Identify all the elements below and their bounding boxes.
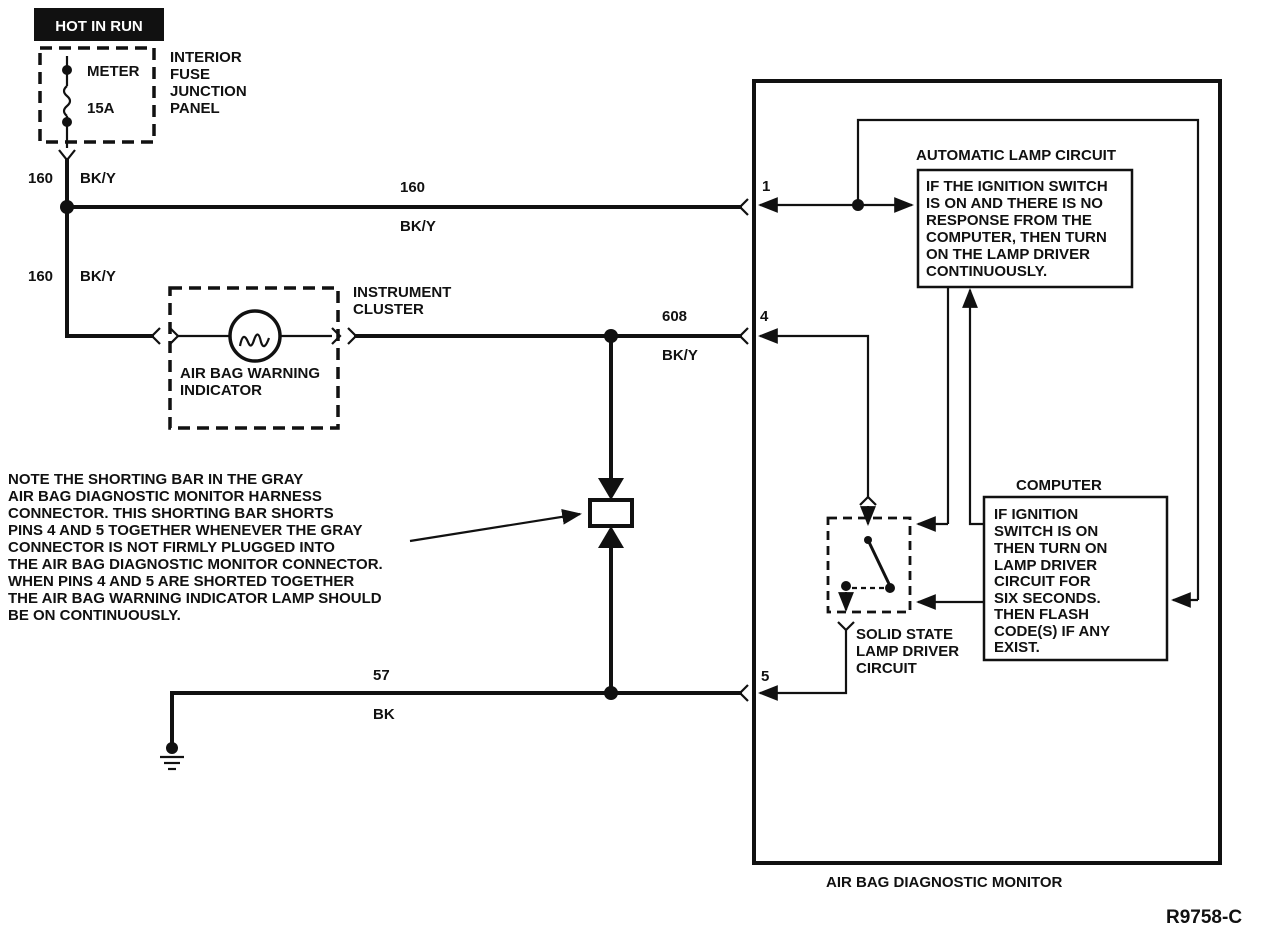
- splice-608: [604, 329, 618, 343]
- computer-line-8: CODE(S) IF ANY: [994, 623, 1110, 640]
- panel-label-2: FUSE: [170, 66, 210, 83]
- auto-lamp-line-4: COMPUTER, THEN TURN: [926, 229, 1107, 246]
- auto-lamp-box: [916, 168, 1134, 289]
- pin-1-connector: [738, 198, 749, 216]
- computer-line-5: CIRCUIT FOR: [994, 573, 1091, 590]
- pin-4-label: 4: [760, 308, 769, 325]
- panel-label-1: INTERIOR: [170, 49, 242, 66]
- note-line-4: PINS 4 AND 5 TOGETHER WHENEVER THE GRAY: [8, 522, 363, 539]
- lamp-driver-box: [826, 516, 912, 614]
- computer-line-7: THEN FLASH: [994, 606, 1089, 623]
- splice-160: [60, 200, 74, 214]
- lamp-driver-label-3: CIRCUIT: [856, 660, 917, 677]
- monitor-box: [752, 79, 1222, 865]
- shorting-bar: [588, 498, 634, 528]
- note-line-8: THE AIR BAG WARNING INDICATOR LAMP SHOUL…: [8, 590, 382, 607]
- w608-num: 608: [662, 308, 687, 325]
- pin-5-label: 5: [761, 668, 769, 685]
- panel-label-3: JUNCTION: [170, 83, 247, 100]
- computer-line-9: EXIST.: [994, 639, 1040, 656]
- w160-a-color: BK/Y: [80, 170, 116, 187]
- air-bag-diagnostic-monitor: AIR BAG DIAGNOSTIC MONITOR 1 4 5 AUTOMAT…: [738, 79, 1222, 891]
- auto-lamp-line-6: CONTINUOUSLY.: [926, 263, 1047, 280]
- note-line-1: NOTE THE SHORTING BAR IN THE GRAY: [8, 471, 303, 488]
- fuse-icon: [62, 85, 72, 117]
- panel-label-4: PANEL: [170, 100, 220, 117]
- note-line-6: THE AIR BAG DIAGNOSTIC MONITOR CONNECTOR…: [8, 556, 383, 573]
- hot-in-run-header: [34, 8, 164, 41]
- pin-5-connector: [738, 684, 749, 702]
- fuse-junction-panel: HOT IN RUN METER 15A INTERIOR FUSE JUNCT…: [34, 8, 247, 148]
- w608-color: BK/Y: [662, 347, 698, 364]
- note-line-3: CONNECTOR. THIS SHORTING BAR SHORTS: [8, 505, 334, 522]
- instrument-cluster-box: [168, 286, 340, 430]
- w57-num: 57: [373, 667, 390, 684]
- figure-code: R9758-C: [1166, 907, 1242, 928]
- auto-lamp-title: AUTOMATIC LAMP CIRCUIT: [916, 147, 1116, 164]
- w160-b-num: 160: [28, 268, 53, 285]
- lamp-driver-label-1: SOLID STATE: [856, 626, 953, 643]
- note-line-9: BE ON CONTINUOUSLY.: [8, 607, 181, 624]
- computer-line-3: THEN TURN ON: [994, 540, 1107, 557]
- fuse-panel-box: [38, 46, 156, 144]
- auto-lamp-line-5: ON THE LAMP DRIVER: [926, 246, 1090, 263]
- cluster-label-2: CLUSTER: [353, 301, 424, 318]
- wire-57: 57 BK: [160, 526, 742, 771]
- note-line-5: CONNECTOR IS NOT FIRMLY PLUGGED INTO: [8, 539, 335, 556]
- indicator-label-1: AIR BAG WARNING: [180, 365, 320, 382]
- note-line-7: WHEN PINS 4 AND 5 ARE SHORTED TOGETHER: [8, 573, 354, 590]
- note-line-2: AIR BAG DIAGNOSTIC MONITOR HARNESS: [8, 488, 322, 505]
- lamp-driver-switch: [837, 495, 895, 632]
- computer-line-4: LAMP DRIVER: [994, 557, 1097, 574]
- computer-line-6: SIX SECONDS.: [994, 590, 1101, 607]
- computer-line-2: SWITCH IS ON: [994, 523, 1098, 540]
- pin-4-connector: [738, 327, 749, 345]
- w57-color: BK: [373, 706, 395, 723]
- w160-main-color: BK/Y: [400, 218, 436, 235]
- auto-lamp-line-1: IF THE IGNITION SWITCH: [926, 178, 1108, 195]
- shorting-bar-note: NOTE THE SHORTING BAR IN THE GRAY AIR BA…: [8, 471, 582, 624]
- hot-in-run-text: HOT IN RUN: [55, 18, 143, 35]
- w160-main-num: 160: [400, 179, 425, 196]
- computer-box: [982, 495, 1169, 662]
- monitor-title: AIR BAG DIAGNOSTIC MONITOR: [826, 874, 1063, 891]
- note-pointer-arrow: [409, 508, 582, 543]
- w160-a-num: 160: [28, 170, 53, 187]
- lamp-driver-label-2: LAMP DRIVER: [856, 643, 959, 660]
- instrument-cluster: AIR BAG WARNING INDICATOR INSTRUMENT CLU…: [150, 284, 451, 430]
- fuse-name: METER: [87, 63, 140, 80]
- indicator-label-2: INDICATOR: [180, 382, 262, 399]
- auto-lamp-line-3: RESPONSE FROM THE: [926, 212, 1092, 229]
- wire-160: 160 BK/Y 160 BK/Y 160 BK/Y: [28, 158, 742, 338]
- ground-icon: [160, 755, 184, 771]
- fuse-rating: 15A: [87, 100, 115, 117]
- splice-57: [604, 686, 618, 700]
- computer-title: COMPUTER: [1016, 477, 1102, 494]
- wire-608: 608 BK/Y: [354, 308, 742, 500]
- computer-line-1: IF IGNITION: [994, 506, 1078, 523]
- auto-lamp-line-2: IS ON AND THERE IS NO: [926, 195, 1103, 212]
- cluster-label-1: INSTRUMENT: [353, 284, 451, 301]
- pin-1-label: 1: [762, 178, 770, 195]
- w160-b-color: BK/Y: [80, 268, 116, 285]
